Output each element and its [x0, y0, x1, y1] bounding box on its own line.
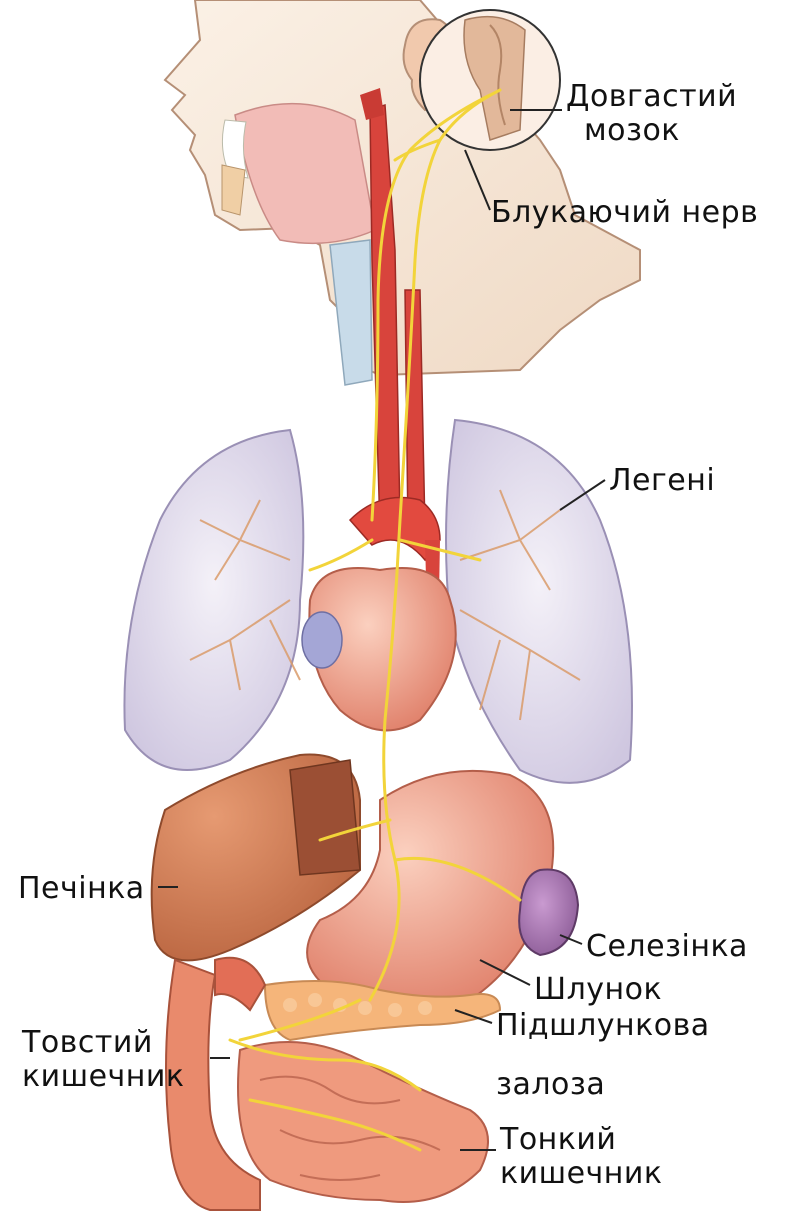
pancreas-label-line1: Підшлункова	[496, 1011, 710, 1041]
pancreas-label-line2: залоза	[496, 1070, 605, 1100]
liver-label: Печінка	[18, 874, 145, 904]
spleen-label: Селезінка	[586, 932, 748, 962]
stomach-label: Шлунок	[534, 975, 662, 1005]
large-intestine-label: Товстий кишечник	[22, 1026, 184, 1094]
head-neck	[165, 0, 640, 385]
small-intestine-label-line2: кишечник	[500, 1157, 662, 1191]
heart	[302, 568, 456, 730]
medulla-label-line1: Довгастий	[566, 80, 737, 114]
vagus-nerve-label: Блукаючий нерв	[491, 198, 758, 228]
medulla-oblongata-label: Довгастий мозок	[566, 80, 737, 148]
lungs-label: Легені	[609, 466, 715, 496]
large-intestine-label-line1: Товстий	[22, 1026, 184, 1060]
small-intestine-label-line1: Тонкий	[500, 1123, 662, 1157]
small-intestine-label: Тонкий кишечник	[500, 1123, 662, 1191]
large-intestine-label-line2: кишечник	[22, 1060, 184, 1094]
brainstem-inset	[420, 10, 560, 150]
medulla-label-line2: мозок	[566, 114, 737, 148]
spleen	[519, 869, 578, 955]
